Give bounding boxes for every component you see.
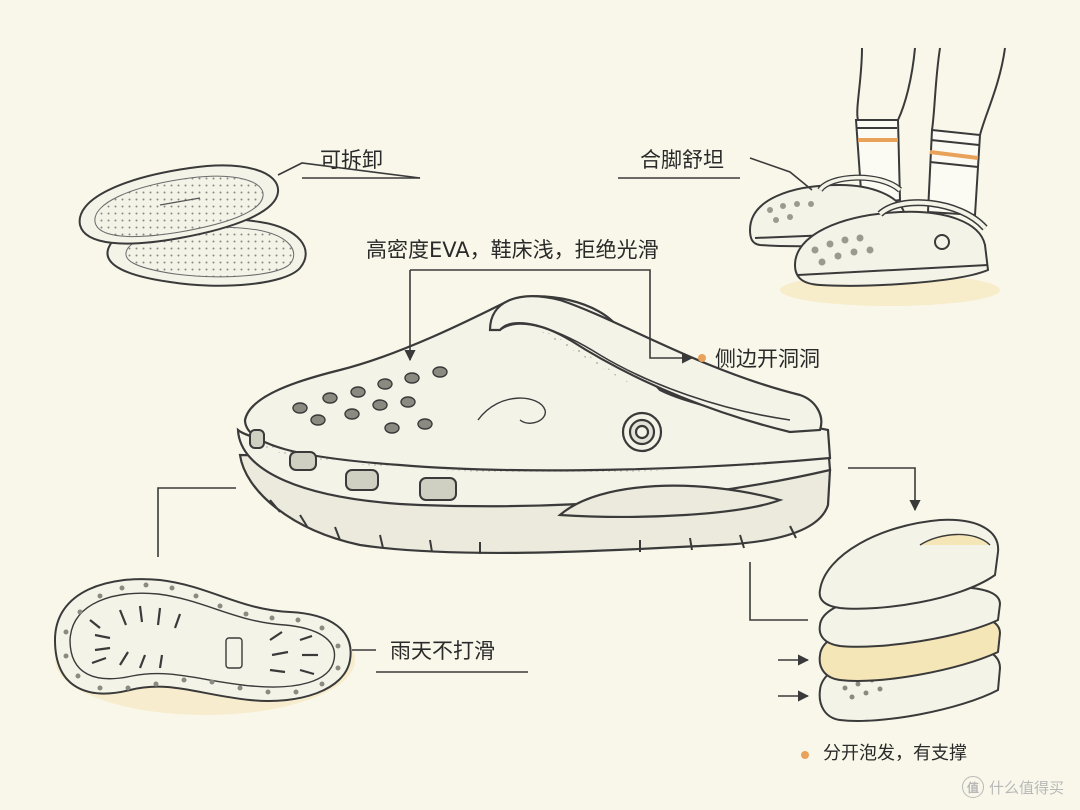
label-non-slip: 雨天不打滑: [390, 639, 495, 663]
exploded-layers-illustration: [818, 518, 1002, 722]
insole-illustration: [78, 164, 307, 287]
label-side-holes: 侧边开洞洞: [715, 347, 820, 371]
worn-clogs-illustration: [748, 47, 1006, 306]
label-fit: 合脚舒坦: [640, 148, 724, 172]
watermark-badge: 值: [961, 776, 984, 798]
watermark: 值 什么值得买: [961, 776, 1064, 798]
side-holes-bullet: [698, 354, 706, 362]
main-clog-illustration: [236, 295, 832, 555]
label-removable: 可拆卸: [320, 148, 383, 172]
watermark-text: 什么值得买: [988, 778, 1064, 797]
outsole-illustration: [53, 578, 355, 715]
label-layers: 分开泡发，有支撑: [823, 743, 967, 764]
layers-bullet: [801, 751, 809, 759]
label-material: 高密度EVA，鞋床浅，拒绝光滑: [366, 238, 659, 262]
